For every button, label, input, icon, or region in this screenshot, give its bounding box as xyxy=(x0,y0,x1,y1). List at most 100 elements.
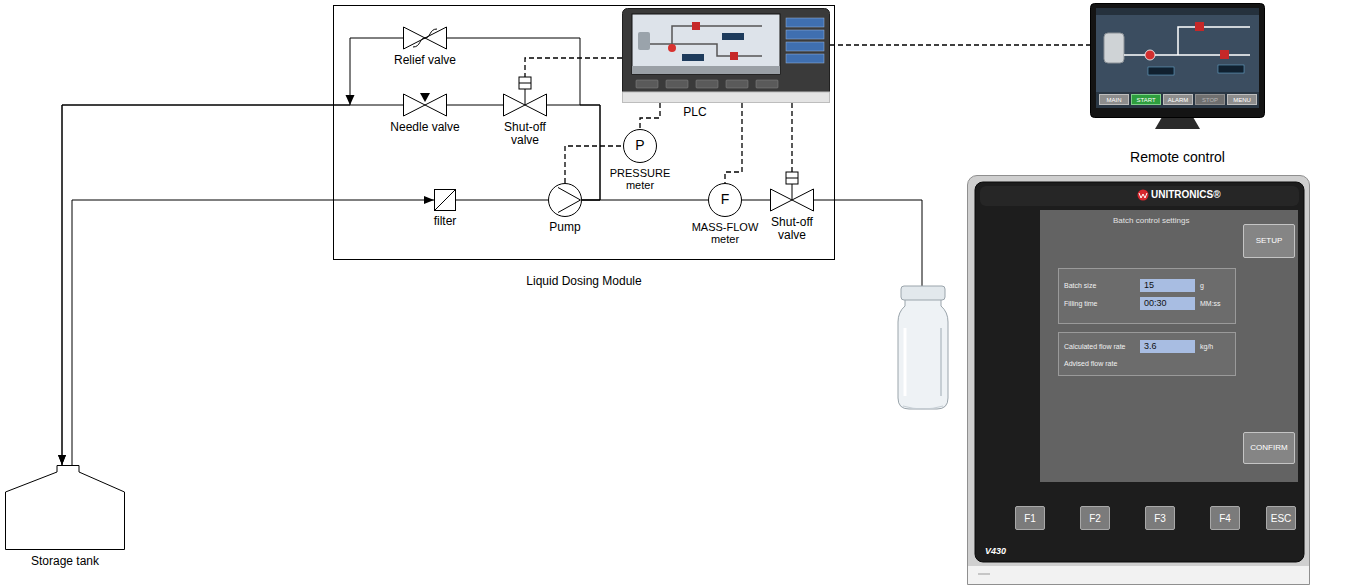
mini-pipes xyxy=(1124,27,1250,55)
pipe-line xyxy=(447,38,600,200)
outlet-pipe xyxy=(814,200,922,286)
key-text: F1 xyxy=(1024,513,1036,524)
pipe-line xyxy=(456,200,548,201)
component-label: filter xyxy=(434,215,457,228)
solenoid-line xyxy=(786,178,798,179)
pipe-line xyxy=(447,105,503,106)
plc-side-key xyxy=(786,30,824,39)
key-text: ESC xyxy=(1271,513,1292,524)
filter-diagonal xyxy=(435,190,456,211)
component-label: MASS-FLOW meter xyxy=(687,221,763,245)
needle-valve: Needle valve xyxy=(403,93,447,117)
mini-pump xyxy=(1145,50,1155,60)
field-label: Advised flow rate xyxy=(1064,360,1117,368)
monitor-stand xyxy=(1155,117,1200,129)
shutoff-drawing xyxy=(503,93,547,117)
field-label: g xyxy=(1200,282,1204,290)
pipe-line xyxy=(62,38,403,465)
signal-line xyxy=(830,44,1090,45)
remote-monitor: Remote controlMAINSTARTALARMSTOPMENU xyxy=(1090,3,1265,130)
storage-tank: Storage tank xyxy=(5,465,125,550)
component-label: Relief valve xyxy=(394,54,456,67)
component-label: Remote control xyxy=(1130,150,1225,165)
relief-drawing xyxy=(403,26,447,50)
vial-base xyxy=(903,406,943,409)
actuator-stem xyxy=(525,89,526,105)
mini-pump xyxy=(668,44,676,52)
mini-display xyxy=(1148,67,1174,75)
input-field: 15 xyxy=(1140,279,1195,292)
plc-key xyxy=(636,80,658,88)
brand-logo-text: UNITRONICS® xyxy=(1151,189,1221,200)
plc-device: PLC xyxy=(622,8,830,103)
signal-line xyxy=(725,103,742,183)
module-boundary: Liquid Dosing ModuleRelief valveNeedle v… xyxy=(333,5,835,260)
mini-valve xyxy=(1220,50,1229,59)
mini-display xyxy=(682,54,704,61)
needle-drawing xyxy=(403,93,447,117)
glass-vial xyxy=(898,286,948,409)
screen-button: MENU xyxy=(1227,94,1257,105)
component-label: PRESSURE meter xyxy=(607,167,673,191)
field-label: MM:ss xyxy=(1200,300,1221,308)
button-text: CONFIRM xyxy=(1250,444,1287,453)
solenoid-actuator xyxy=(786,172,798,184)
plc-key xyxy=(696,80,718,88)
filter-symbol: filter xyxy=(434,189,456,211)
plc-key xyxy=(726,80,748,88)
solenoid-line xyxy=(519,83,531,84)
pipe-line xyxy=(72,200,434,465)
mini-display xyxy=(722,33,744,40)
meter-letter: P xyxy=(635,138,644,153)
panel-bezel xyxy=(975,182,1304,562)
panel-base xyxy=(968,566,1309,584)
shutoff-drawing xyxy=(770,188,814,212)
shutoff-valve: Shut-off valve xyxy=(770,188,814,212)
settings-group: Calculated flow ratekg/hAdvised flow rat… xyxy=(1058,332,1236,376)
soft-key: CONFIRM xyxy=(1243,432,1295,464)
plc-key xyxy=(756,80,778,88)
monitor-frame xyxy=(1091,4,1265,118)
button-text: SETUP xyxy=(1256,237,1283,246)
pump-symbol: Pump xyxy=(548,183,582,217)
plc-key xyxy=(666,80,688,88)
field-label: Batch size xyxy=(1064,282,1096,290)
monitor-drawing xyxy=(1090,3,1265,130)
shutoff-valve: Shut-off valve xyxy=(503,93,547,117)
brand-logo-icon xyxy=(1138,190,1149,201)
monitor-screen xyxy=(1096,8,1259,108)
function-key: F1 xyxy=(1015,506,1045,530)
mini-tank xyxy=(638,32,650,50)
plc-drawing xyxy=(622,8,830,103)
component-label: Shut-off valve xyxy=(499,121,551,147)
mass-flow-meter: FMASS-FLOW meter xyxy=(708,183,742,217)
button-text: START xyxy=(1136,96,1155,103)
input-field: 00:30 xyxy=(1140,297,1195,310)
tank-drawing xyxy=(5,465,125,550)
pump-triangle xyxy=(558,188,581,213)
valve-body xyxy=(404,27,447,49)
pressure-meter: PPRESSURE meter xyxy=(623,129,657,163)
mini-pipes xyxy=(650,26,762,56)
filter-box xyxy=(435,190,456,211)
plc-side-key xyxy=(786,18,824,27)
screen-button: START xyxy=(1131,94,1161,105)
plc-side-key xyxy=(786,42,824,51)
vial-shade xyxy=(940,328,942,396)
button-text: STOP xyxy=(1202,96,1218,103)
key-text: F2 xyxy=(1089,513,1101,524)
bezel-highlight xyxy=(980,186,1299,206)
component-label: Shut-off valve xyxy=(766,216,818,242)
screen-button: MAIN xyxy=(1099,94,1129,105)
component-label: Storage tank xyxy=(31,555,99,568)
field-value: 3.6 xyxy=(1144,342,1157,352)
model-label: V430 xyxy=(985,547,1006,557)
filter-drawing xyxy=(434,189,456,211)
tank-outline xyxy=(6,466,125,550)
meter-letter: F xyxy=(721,192,730,207)
pipe-line xyxy=(62,105,403,465)
button-text: ALARM xyxy=(1168,96,1189,103)
mini-valve xyxy=(692,22,700,30)
plc-base xyxy=(623,92,830,103)
screen-button: STOP xyxy=(1195,94,1225,105)
